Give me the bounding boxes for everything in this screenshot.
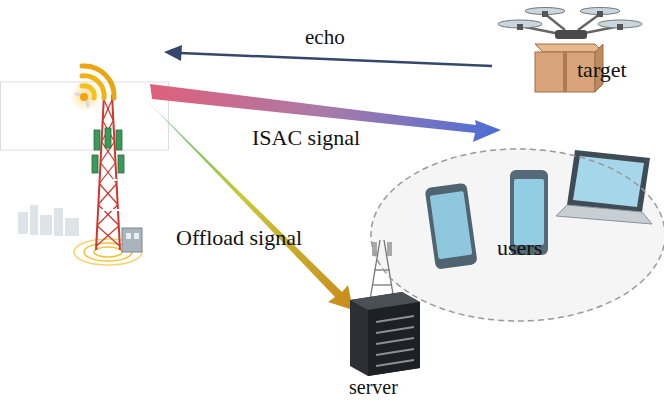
group-label: users	[497, 236, 542, 260]
signal-label: ISAC signal	[252, 126, 360, 150]
signal-label: Offload signal	[176, 226, 302, 250]
target-label: target	[577, 58, 627, 82]
dashed-ellipse	[370, 148, 664, 322]
server-label: server	[349, 376, 398, 398]
user-group: users	[370, 148, 664, 322]
signal-label: echo	[305, 26, 345, 49]
